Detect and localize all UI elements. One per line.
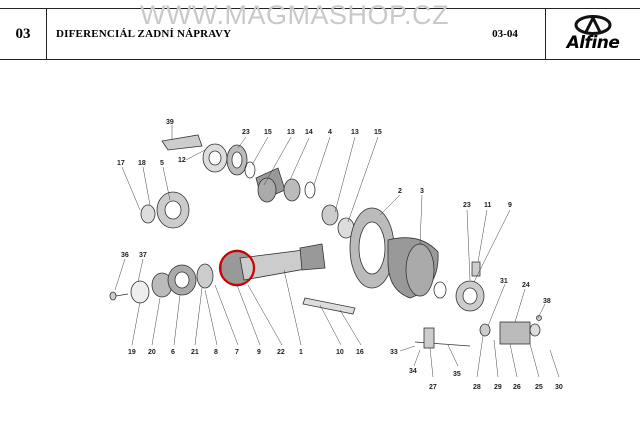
- part-label: 20: [148, 349, 156, 356]
- part-label: 13: [287, 129, 295, 136]
- part-label: 10: [336, 349, 344, 356]
- brand-logo-text: Alfine: [566, 33, 620, 53]
- part-label: 33: [390, 349, 398, 356]
- part-label: 37: [139, 252, 147, 259]
- part-label: 11: [484, 202, 492, 209]
- part-label: 9: [257, 349, 261, 356]
- part-label: 34: [409, 368, 417, 375]
- part-label: 24: [522, 282, 530, 289]
- part-label: 3: [420, 188, 424, 195]
- part-label: 31: [500, 278, 508, 285]
- part-label: 27: [429, 384, 437, 391]
- part-label: 28: [473, 384, 481, 391]
- part-label: 14: [305, 129, 313, 136]
- part-label: 2: [398, 188, 402, 195]
- part-label: 8: [214, 349, 218, 356]
- part-label: 1: [299, 349, 303, 356]
- part-label: 21: [191, 349, 199, 356]
- part-label: 9: [508, 202, 512, 209]
- brand-emblem-icon: [574, 15, 612, 35]
- part-label: 19: [128, 349, 136, 356]
- part-label: 22: [277, 349, 285, 356]
- part-label: 23: [463, 202, 471, 209]
- header-divider: [545, 9, 546, 59]
- sheet-code: 03-04: [492, 28, 518, 40]
- part-label: 25: [535, 384, 543, 391]
- part-label: 23: [242, 129, 250, 136]
- watermark: WWW.MAGMASHOP.CZ: [140, 0, 449, 30]
- part-label: 38: [543, 298, 551, 305]
- section-number: 03: [15, 25, 31, 42]
- part-label: 16: [356, 349, 364, 356]
- part-label: 30: [555, 384, 563, 391]
- part-label: 39: [166, 119, 174, 126]
- part-label: 4: [328, 129, 332, 136]
- part-label: 18: [138, 160, 146, 167]
- part-label: 7: [235, 349, 239, 356]
- part-label: 6: [171, 349, 175, 356]
- part-label: 17: [117, 160, 125, 167]
- part-label: 15: [374, 129, 382, 136]
- part-label: 12: [178, 157, 186, 164]
- part-label: 5: [160, 160, 164, 167]
- part-label: 29: [494, 384, 502, 391]
- part-label: 15: [264, 129, 272, 136]
- part-label: 13: [351, 129, 359, 136]
- header-divider: [46, 9, 47, 59]
- brand-logo: Alfine: [548, 9, 638, 59]
- sheet-header: 03 DIFERENCIÁL ZADNÍ NÁPRAVY 03-04 Alfin…: [0, 8, 640, 60]
- sheet-title: DIFERENCIÁL ZADNÍ NÁPRAVY: [56, 28, 232, 40]
- part-label: 36: [121, 252, 129, 259]
- part-label: 26: [513, 384, 521, 391]
- part-label: 35: [453, 371, 461, 378]
